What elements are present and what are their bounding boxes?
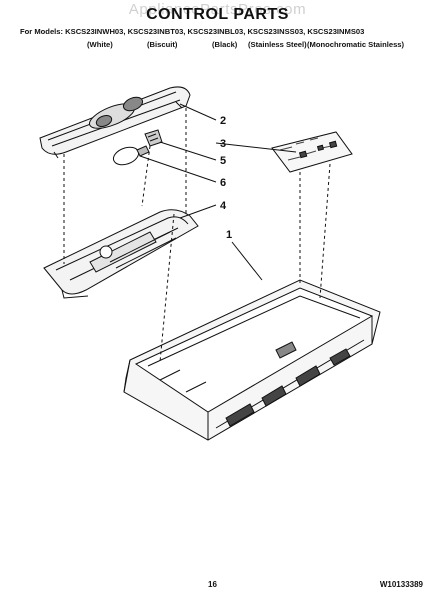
callout-6: 6 bbox=[220, 177, 226, 189]
finish-monochromatic-stainless: (Monochromatic Stainless) bbox=[307, 40, 405, 49]
callout-3: 3 bbox=[220, 138, 226, 150]
watermark: AppliancePartsPros.com bbox=[128, 1, 307, 18]
finish-stainless-steel: (Stainless Steel) bbox=[248, 40, 307, 49]
light-cover-part bbox=[39, 86, 191, 159]
finish-biscuit: (Biscuit) bbox=[147, 40, 178, 49]
callout-1: 1 bbox=[226, 229, 232, 241]
models-line: For Models: KSCS23INWH03, KSCS23INBT03, … bbox=[20, 27, 365, 36]
callout-2: 2 bbox=[220, 115, 226, 127]
finish-black: (Black) bbox=[212, 40, 238, 49]
callout-leaders bbox=[139, 103, 297, 281]
lamp-housing-part bbox=[43, 209, 199, 299]
page-number: 16 bbox=[208, 580, 217, 589]
control-housing-part bbox=[123, 279, 381, 441]
callout-5: 5 bbox=[220, 155, 226, 167]
lamp-socket-part bbox=[144, 129, 163, 147]
finish-white: (White) bbox=[87, 40, 113, 49]
control-board-part bbox=[271, 131, 353, 173]
assembly-guide-lines bbox=[63, 108, 331, 363]
callout-4: 4 bbox=[220, 200, 227, 212]
page-title: CONTROL PARTS bbox=[146, 6, 289, 23]
light-bulb-part bbox=[112, 145, 150, 166]
document-number: W10133389 bbox=[379, 580, 423, 589]
